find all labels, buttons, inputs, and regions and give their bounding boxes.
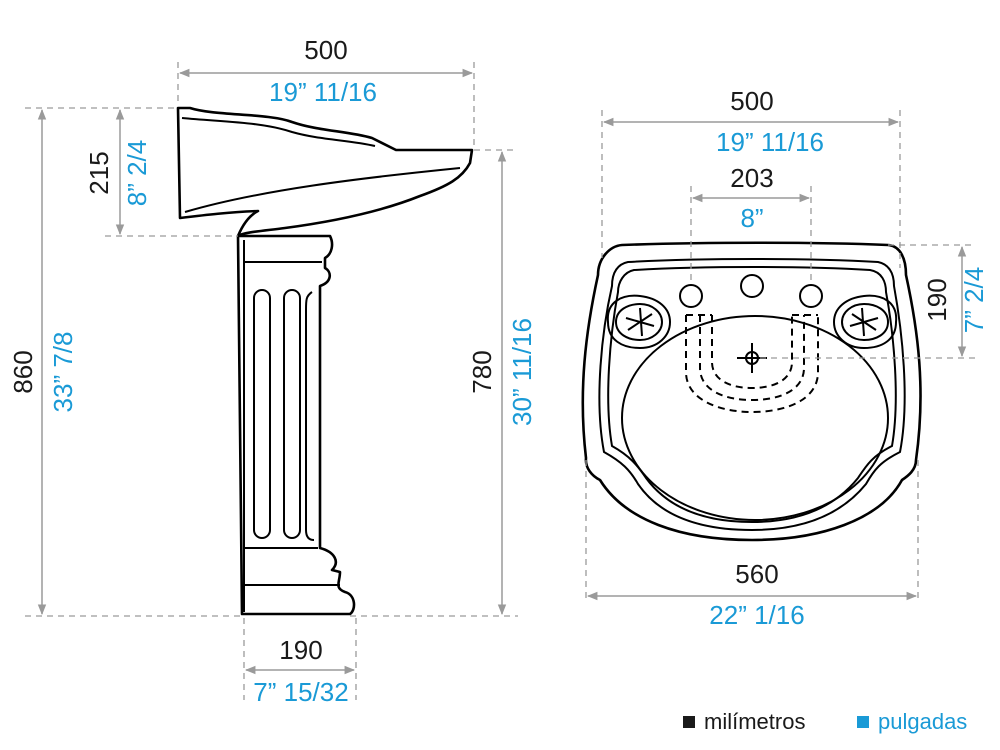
overall-width-mm: 560 — [735, 559, 778, 589]
tap-hole-center-icon — [740, 274, 764, 298]
legend: milímetros pulgadas — [683, 709, 967, 734]
depth-in: 7” 2/4 — [959, 267, 989, 334]
legend-mm-label: milímetros — [704, 709, 805, 734]
pedestal-column — [236, 234, 356, 616]
tap-hole-left-icon — [679, 284, 703, 308]
side-view: 500 19” 11/16 215 8” 2/4 860 33” 7/8 780… — [8, 35, 537, 707]
legend-inch-swatch — [857, 716, 869, 728]
bowl-height-in: 8” 2/4 — [122, 140, 152, 207]
rim-height-in: 30” 11/16 — [507, 318, 537, 426]
top-width-mm: 500 — [730, 86, 773, 116]
basin-inner-rim — [598, 258, 906, 532]
total-height-in: 33” 7/8 — [48, 332, 78, 413]
tap-spacing-mm: 203 — [730, 163, 773, 193]
pedestal-width-in: 7” 15/32 — [253, 677, 348, 707]
basin-inner-rim-2 — [607, 266, 897, 524]
legend-inch-label: pulgadas — [878, 709, 967, 734]
depth-mm: 190 — [922, 278, 952, 321]
rosette-right-icon — [832, 294, 898, 350]
side-width-in: 19” 11/16 — [269, 77, 377, 107]
basin-rim-line — [181, 117, 376, 147]
pedestal-width-mm: 190 — [279, 635, 322, 665]
basin-underside-line — [184, 167, 461, 213]
basin-side-profile — [176, 106, 474, 238]
top-width-in: 19” 11/16 — [716, 127, 824, 157]
basin-top-outline — [581, 241, 922, 542]
bowl-height-mm: 215 — [84, 151, 114, 194]
legend-mm-swatch — [683, 716, 695, 728]
tap-hole-right-icon — [799, 284, 823, 308]
bowl — [621, 315, 889, 521]
side-width-mm: 500 — [304, 35, 347, 65]
overflow-channel — [685, 315, 819, 414]
rosette-left-icon — [606, 294, 672, 350]
overall-width-in: 22” 1/16 — [709, 600, 804, 630]
rim-height-mm: 780 — [467, 350, 497, 393]
top-view: 500 19” 11/16 203 8” 190 7” 2/4 560 22” … — [581, 86, 989, 630]
total-height-mm: 860 — [8, 350, 38, 393]
tap-spacing-in: 8” — [740, 203, 763, 233]
